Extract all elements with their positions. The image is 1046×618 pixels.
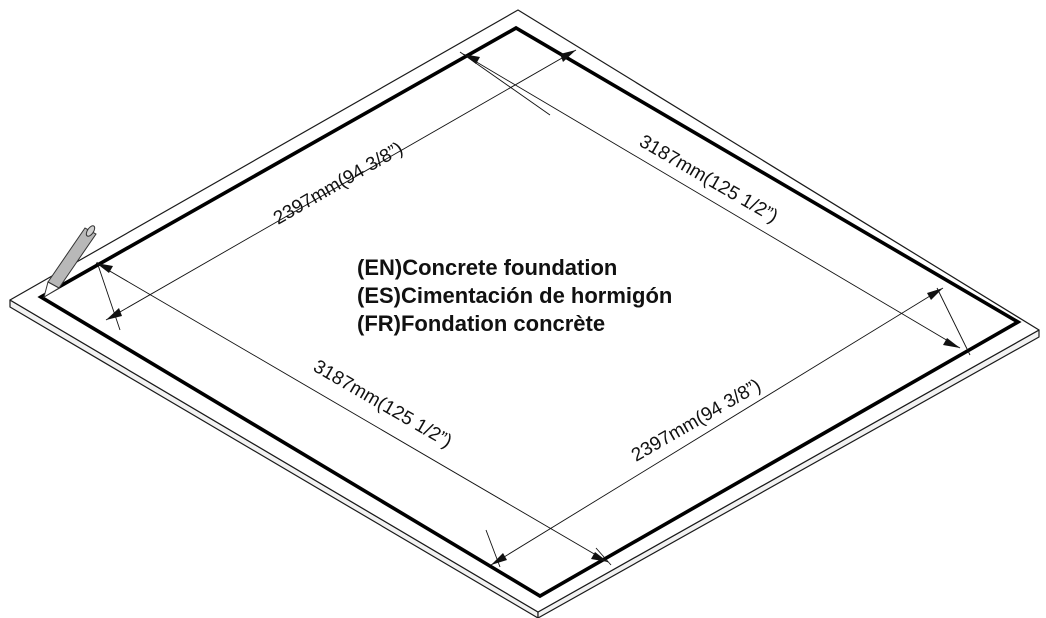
arrowhead bbox=[591, 552, 608, 562]
foundation-outline bbox=[37, 25, 1022, 599]
arrowhead bbox=[943, 338, 960, 348]
dim-line-bottom-right bbox=[485, 287, 944, 568]
arrowhead bbox=[560, 50, 576, 62]
dim-line-bottom-left bbox=[95, 262, 612, 566]
arrowhead bbox=[96, 263, 113, 273]
arrowhead bbox=[106, 308, 122, 320]
arrowhead bbox=[463, 54, 480, 64]
concrete-slab bbox=[9, 9, 1040, 613]
title-en: (EN)Concrete foundation bbox=[357, 255, 617, 280]
dim-line-top-right bbox=[462, 53, 971, 356]
dim-line-top-left bbox=[96, 49, 577, 331]
arrowhead bbox=[491, 553, 507, 565]
title-fr: (FR)Fondation concrète bbox=[357, 311, 605, 336]
pencil-icon bbox=[43, 225, 97, 299]
title-es: (ES)Cimentación de hormigón bbox=[357, 283, 672, 308]
arrowhead bbox=[927, 288, 943, 300]
